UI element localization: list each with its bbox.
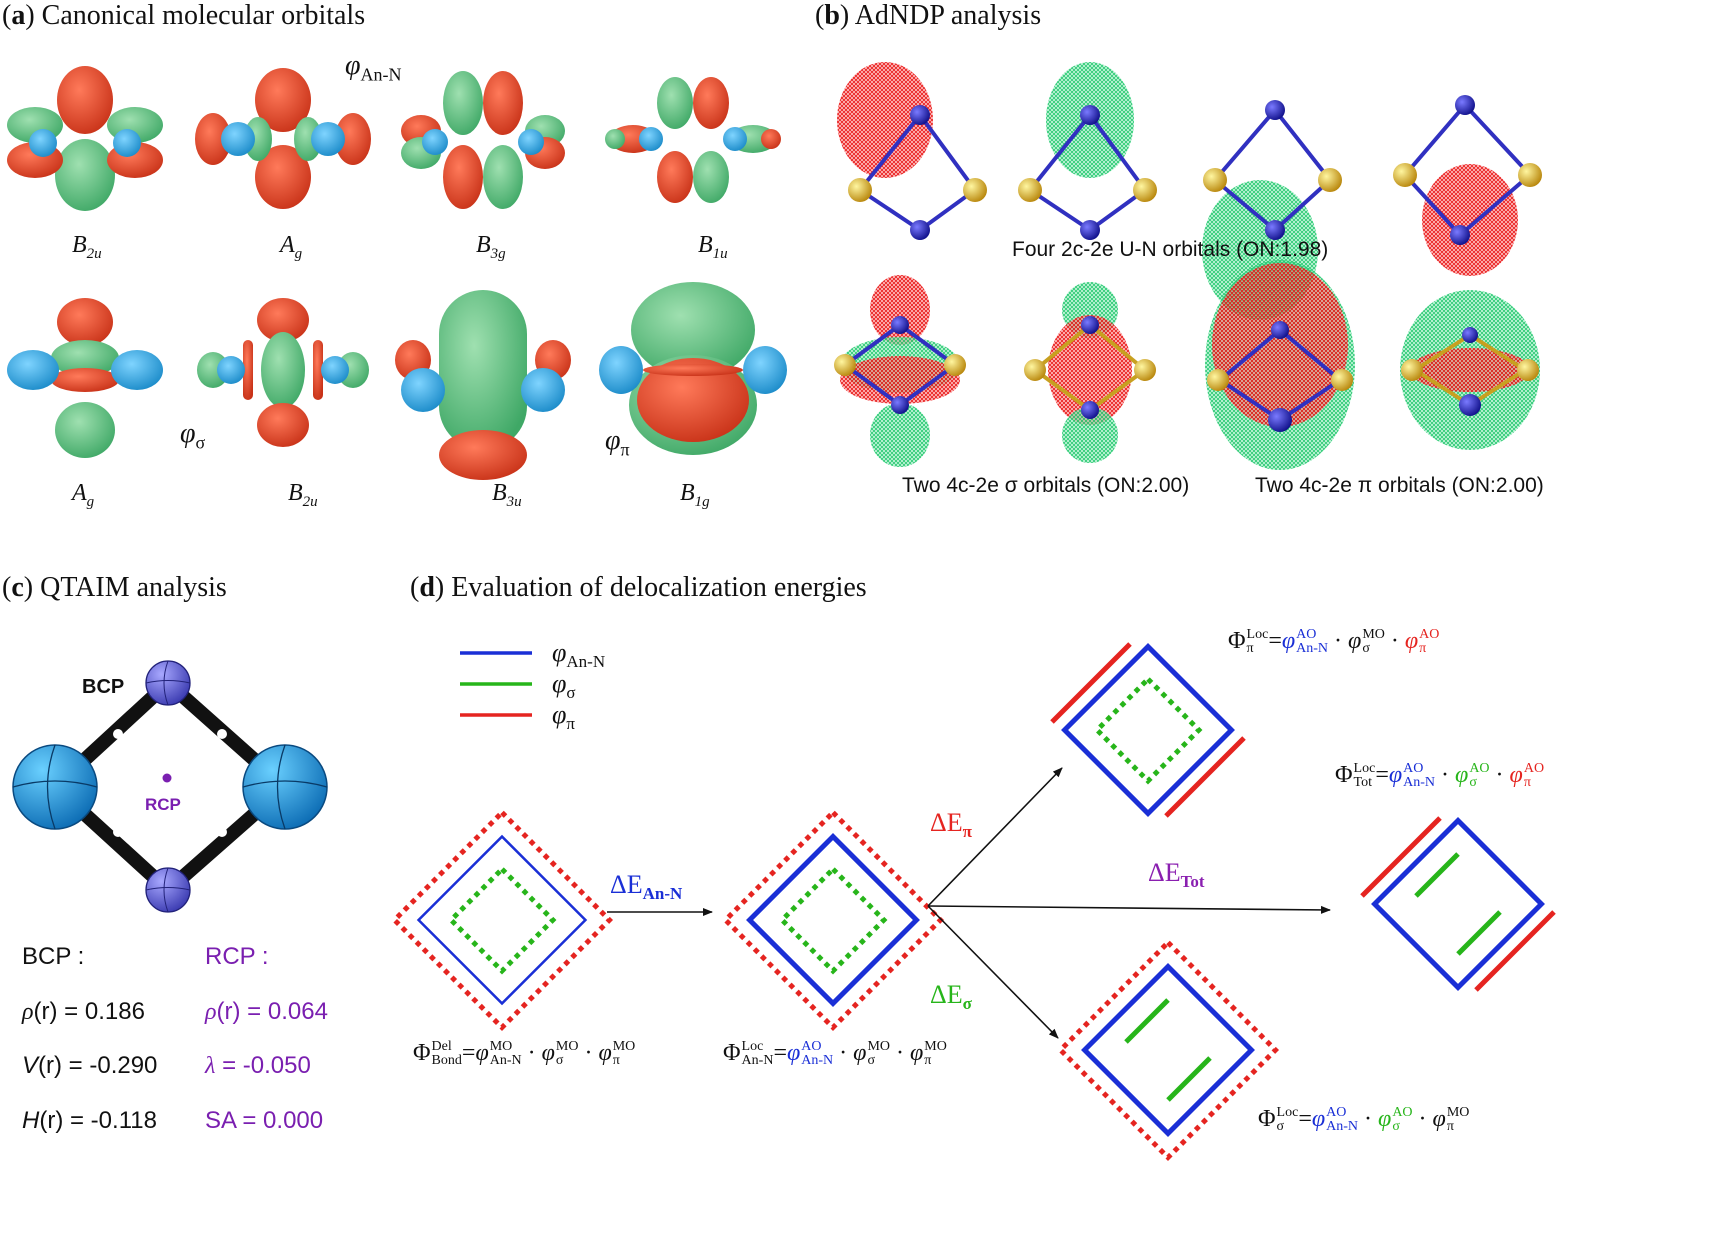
panel-b-adndp (834, 62, 1542, 470)
bcp-rho: ρ(r) = 0.186 (22, 998, 145, 1025)
mo-b2u-bottom (197, 298, 369, 447)
mo-b2u-top (7, 66, 163, 211)
mo-b1g-bottom (599, 282, 787, 455)
adndp-2c2e-4 (1393, 95, 1542, 276)
arrow-pi (927, 767, 1063, 907)
arrow-tot (927, 905, 1331, 914)
adndp-sigma-1 (834, 275, 966, 467)
panel-d-scheme (390, 642, 1556, 1162)
adndp-caption-sigma: Two 4c-2e σ orbitals (ON:2.00) (902, 474, 1190, 497)
square-loc-sigma (1056, 938, 1280, 1162)
bcp-h: H(r) = -0.118 (22, 1107, 157, 1134)
adndp-pi-1 (1205, 260, 1355, 470)
panel-a-title: (a) Canonical molecular orbitals (2, 0, 366, 31)
adndp-sigma-2 (1024, 282, 1156, 463)
adndp-2c2e-2 (1018, 62, 1157, 240)
panel-b-title: (b) AdNDP analysis (815, 0, 1042, 31)
panel-c-title: (c) QTAIM analysis (2, 572, 227, 603)
panel-a-orbitals (7, 66, 787, 480)
mo-b1u-top (605, 77, 781, 203)
mo-label-b2u-top: B2u (72, 232, 102, 262)
mo-b3u-bottom (395, 290, 571, 480)
qtaim-structure (12, 660, 328, 913)
legend-label-an-n: φAn-N (552, 638, 606, 672)
square-loc-pi (1050, 642, 1246, 818)
mo-label-b1g-bottom: B1g (680, 480, 710, 510)
adndp-caption-pi: Two 4c-2e π orbitals (ON:2.00) (1255, 474, 1544, 497)
mo-b3g-top (401, 71, 565, 209)
panel-d-title: (d) Evaluation of delocalization energie… (410, 572, 867, 603)
mo-ag-top (195, 68, 371, 209)
adndp-caption-2c2e: Four 2c-2e U-N orbitals (ON:1.98) (1012, 238, 1329, 261)
mo-label-b2u-bottom: B2u (288, 480, 318, 510)
phi-an-n-label: φAn-N (345, 50, 402, 85)
delta-e-pi: ΔEπ (930, 808, 972, 842)
delta-e-an-n: ΔEAn-N (610, 870, 683, 904)
mo-label-ag-top: Ag (280, 232, 303, 262)
delta-e-tot: ΔETot (1148, 858, 1205, 892)
square-loc-an-n (721, 808, 945, 1032)
arrow-sigma (927, 905, 1059, 1039)
square-delocalized (390, 808, 614, 1032)
mo-ag-bottom (7, 298, 163, 458)
mo-label-b3g-top: B3g (476, 232, 506, 262)
rcp-label: RCP (145, 795, 181, 814)
rcp-lambda: λ = -0.050 (205, 1052, 311, 1079)
phi-sigma-label: φσ (180, 418, 206, 453)
bcp-label: BCP (82, 676, 125, 698)
phi-pi-label: φπ (605, 425, 630, 460)
adndp-pi-2 (1400, 290, 1540, 450)
rcp-sa: SA = 0.000 (205, 1107, 324, 1134)
rcp-header: RCP : (205, 943, 269, 970)
adndp-2c2e-1 (837, 62, 987, 240)
legend-label-pi: φπ (552, 700, 575, 734)
legend-label-sigma: φσ (552, 669, 576, 703)
delta-e-sigma: ΔEσ (930, 980, 972, 1014)
mo-label-ag-bottom: Ag (72, 480, 95, 510)
mo-label-b1u-top: B1u (698, 232, 728, 262)
bcp-v: V(r) = -0.290 (22, 1052, 158, 1079)
square-loc-tot (1360, 816, 1556, 992)
rcp-rho: ρ(r) = 0.064 (205, 998, 328, 1025)
mo-label-b3u-bottom: B3u (492, 480, 522, 510)
bcp-header: BCP : (22, 943, 85, 970)
